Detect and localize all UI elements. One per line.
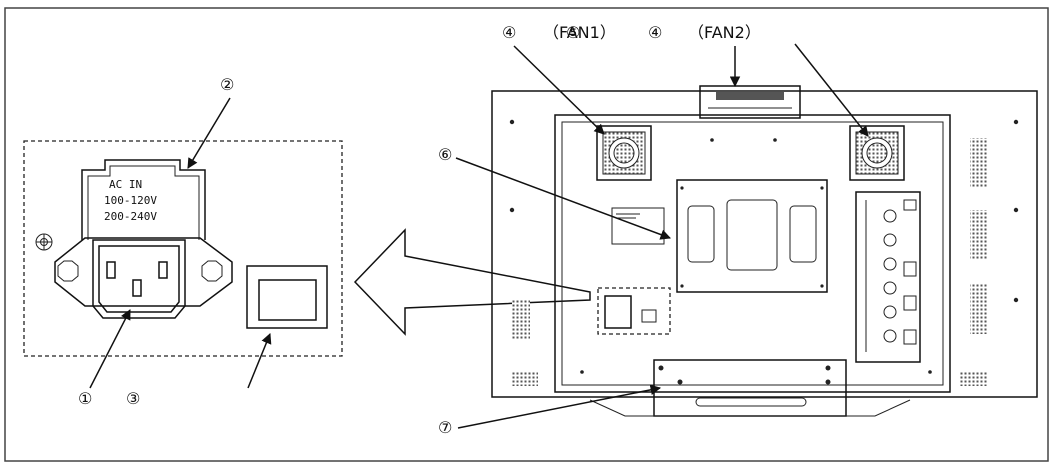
ac-inlet-socket [92, 239, 186, 319]
small-switch [641, 309, 657, 323]
stand-bracket [653, 359, 847, 417]
arrow-stand [457, 384, 662, 429]
arrow-2 [187, 97, 231, 169]
callout-6: ⑥ [438, 145, 452, 164]
arrow-fan2 [794, 43, 869, 137]
arrow-vesa [455, 157, 671, 240]
vent-grille [970, 138, 988, 188]
arrow-3 [247, 333, 272, 389]
voltage-low-label: 100-120V [104, 194, 157, 207]
callout-5: ⑤ [566, 23, 580, 42]
rear-housing [554, 114, 951, 393]
rating-label [611, 207, 665, 245]
pin-neutral [158, 261, 168, 279]
monitor-rear [491, 90, 1038, 398]
fuse-holder [81, 159, 206, 240]
fan2-label: （FAN2） [688, 23, 761, 42]
mounting-screw-left [57, 260, 79, 282]
pin-line [106, 261, 116, 279]
fan1-label: （FAN1） [543, 23, 616, 42]
zoom-arrow [353, 228, 591, 336]
fan1 [596, 125, 652, 181]
top-handle [699, 85, 801, 119]
pin-earth [132, 279, 142, 297]
stand-base [589, 399, 911, 417]
ground-symbol-icon [35, 233, 53, 251]
callout-4-left: ④ [502, 23, 516, 42]
callout-1: ① [78, 389, 92, 408]
callout-7: ⑦ [438, 418, 452, 437]
io-connector-panel [855, 191, 921, 363]
arrow-fan1 [513, 45, 605, 135]
small-inlet [604, 295, 632, 329]
callout-2: ② [220, 75, 234, 94]
power-switch [258, 279, 317, 321]
fan2 [849, 125, 905, 181]
power-switch-housing [246, 265, 328, 329]
screw-holes [509, 119, 1019, 374]
mounting-screw-right [201, 260, 223, 282]
callout-3: ③ [126, 389, 140, 408]
figure-frame [4, 7, 1049, 462]
ac-in-label: AC IN [109, 178, 142, 191]
inlet-flange [54, 237, 233, 307]
callout-4-right: ④ [648, 23, 662, 42]
inlet-location-box [597, 287, 671, 335]
voltage-high-label: 200-240V [104, 210, 157, 223]
arrow-1 [89, 309, 131, 389]
vesa-mount-plate [676, 179, 828, 293]
